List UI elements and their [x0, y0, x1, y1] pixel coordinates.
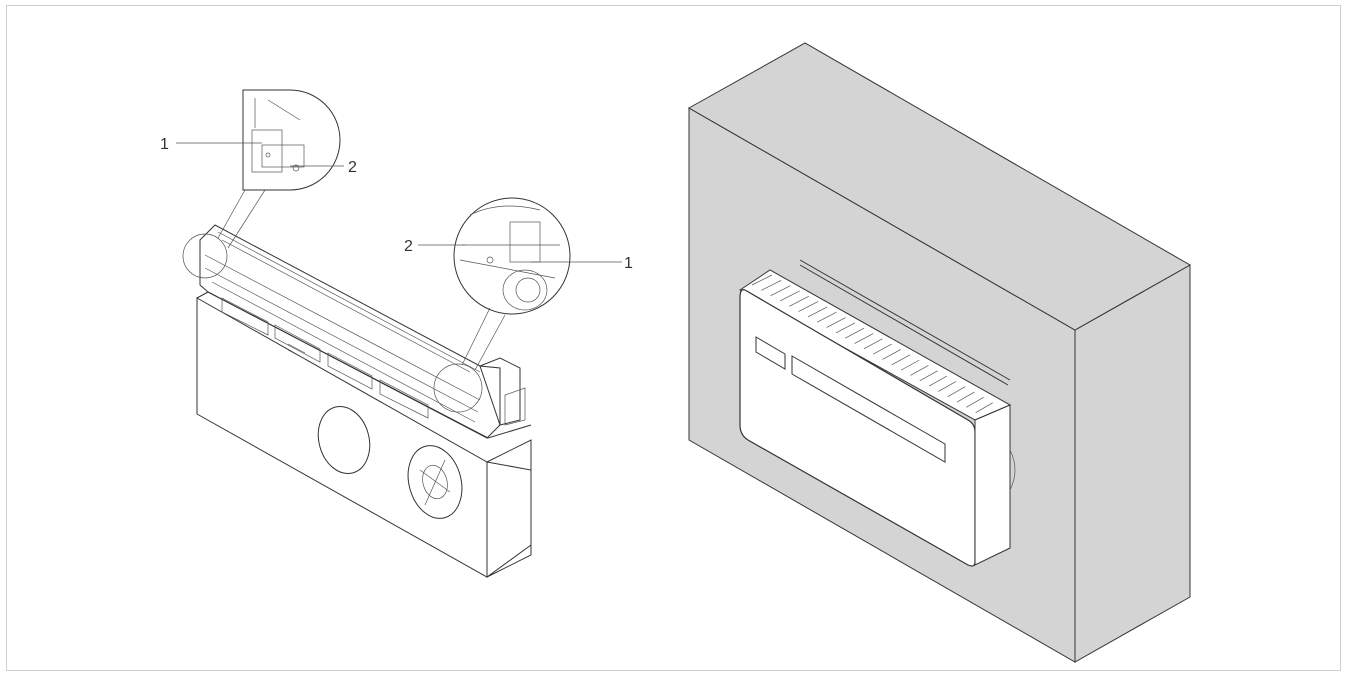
grille-slat	[751, 274, 773, 286]
grille-slat	[947, 386, 966, 398]
fan-grille	[419, 459, 451, 506]
detail-view-right: 2 1	[404, 197, 633, 315]
grille-slat	[826, 317, 846, 328]
callout-1-label: 1	[160, 136, 169, 153]
callout-1-label: 1	[624, 255, 633, 272]
grille-slat	[770, 285, 791, 296]
wall-bracket	[799, 259, 1011, 386]
grille-slat	[835, 322, 855, 334]
grille-slat	[928, 375, 947, 387]
grille-slat	[798, 301, 819, 312]
grille-slats	[751, 274, 1003, 419]
detail-marker-right	[433, 363, 483, 413]
wall-mounted-unit-view	[687, 42, 1192, 663]
grille-slat	[966, 397, 984, 408]
detail-marker-left	[182, 233, 228, 279]
callout-2-label: 2	[404, 238, 413, 255]
grille-slat	[910, 365, 929, 376]
grille-slat	[789, 295, 809, 307]
duct-opening-right	[407, 445, 463, 519]
wall-side-face	[1074, 264, 1191, 663]
duct-opening-left	[317, 406, 371, 474]
grille-slat	[919, 370, 938, 382]
callout-2-label: 2	[348, 159, 357, 176]
figure-frame	[6, 5, 1341, 671]
grille-slat	[845, 327, 865, 339]
grille-slat	[779, 290, 800, 302]
chassis-front-face	[196, 297, 532, 578]
grille-slat	[761, 280, 782, 291]
grille-slat	[854, 333, 874, 344]
unit-side-panel	[974, 404, 1011, 566]
grille-slat	[863, 338, 883, 350]
grille-slat	[975, 402, 993, 413]
display-window	[755, 336, 786, 370]
grille-slat	[891, 354, 911, 366]
grille-slat	[882, 349, 901, 360]
grille-slat	[807, 306, 828, 318]
grille-slat	[817, 311, 837, 323]
air-outlet-slot	[791, 355, 946, 463]
grille-slat	[938, 381, 957, 392]
grille-slat	[872, 343, 892, 355]
detail-view-top: 1 2	[160, 89, 357, 191]
wall-top-face	[687, 42, 1192, 331]
grille-slat	[956, 391, 975, 403]
mounting-frame-assembly	[182, 189, 532, 578]
chassis-side-face	[486, 439, 532, 578]
unit-front-panel	[739, 289, 976, 567]
grille-slat	[900, 359, 920, 371]
